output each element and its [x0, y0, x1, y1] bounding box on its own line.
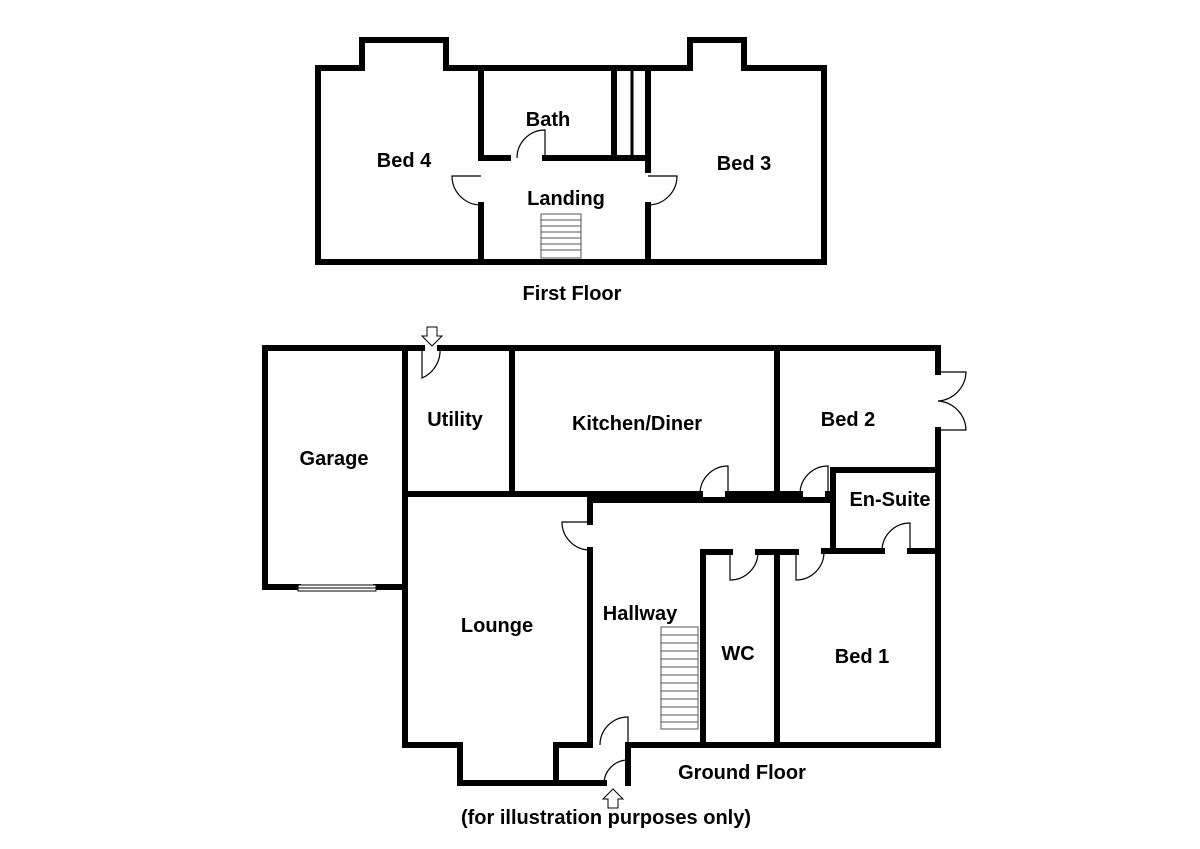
- room-label-ensuite: En-Suite: [849, 489, 930, 511]
- room-label-landing: Landing: [527, 188, 605, 210]
- room-label-utility: Utility: [427, 409, 483, 431]
- door-bath: [516, 129, 546, 159]
- room-label-hallway: Hallway: [603, 603, 678, 625]
- door-utility: [421, 347, 441, 379]
- entrance-arrow-utility-icon: [420, 326, 444, 347]
- door-porch-inner: [599, 716, 629, 746]
- ground-top-wall: [437, 345, 941, 375]
- room-label-bed4: Bed 4: [377, 150, 432, 172]
- garage-walls: [262, 345, 425, 590]
- door-wc: [729, 551, 759, 581]
- door-bed3: [647, 175, 678, 206]
- room-label-wc: WC: [721, 643, 754, 665]
- door-bed2-patio-2: [937, 400, 967, 431]
- room-label-bed3: Bed 3: [717, 153, 771, 175]
- entrance-arrow-front-icon: [601, 788, 625, 809]
- first-floor-stairs: [540, 213, 582, 259]
- room-label-garage: Garage: [300, 448, 369, 470]
- door-bed4: [451, 175, 482, 206]
- room-label-kitchen: Kitchen/Diner: [572, 413, 702, 435]
- first-floor-plan: Bed 4 Bath Landing Bed 3 First Floor: [315, 37, 827, 305]
- room-label-lounge: Lounge: [461, 615, 533, 637]
- wall-bed4-bath: [478, 65, 511, 161]
- door-bed2: [799, 465, 829, 495]
- door-kitchen: [699, 465, 729, 495]
- ground-floor-stairs: [660, 626, 699, 730]
- room-label-bed1: Bed 1: [835, 646, 889, 668]
- floor-title-ground: Ground Floor: [678, 762, 806, 784]
- room-label-bed2: Bed 2: [821, 409, 875, 431]
- door-front: [603, 759, 629, 784]
- floor-title-first: First Floor: [523, 283, 622, 305]
- wall-corridor-bottom: [587, 497, 836, 554]
- door-ensuite: [881, 522, 911, 552]
- first-floor-outer-wall: [315, 37, 827, 265]
- disclaimer-note: (for illustration purposes only): [461, 807, 751, 829]
- garage-right-wall: [373, 345, 408, 590]
- ground-floor-plan: Garage Utility Kitchen/Diner Bed 2 En-Su…: [262, 326, 967, 809]
- lounge-walls: [402, 491, 593, 786]
- door-bed1: [795, 551, 825, 581]
- door-bed2-patio-1: [937, 371, 967, 402]
- room-label-bath: Bath: [526, 109, 570, 131]
- door-lounge: [561, 521, 591, 551]
- garage-door: [297, 584, 377, 592]
